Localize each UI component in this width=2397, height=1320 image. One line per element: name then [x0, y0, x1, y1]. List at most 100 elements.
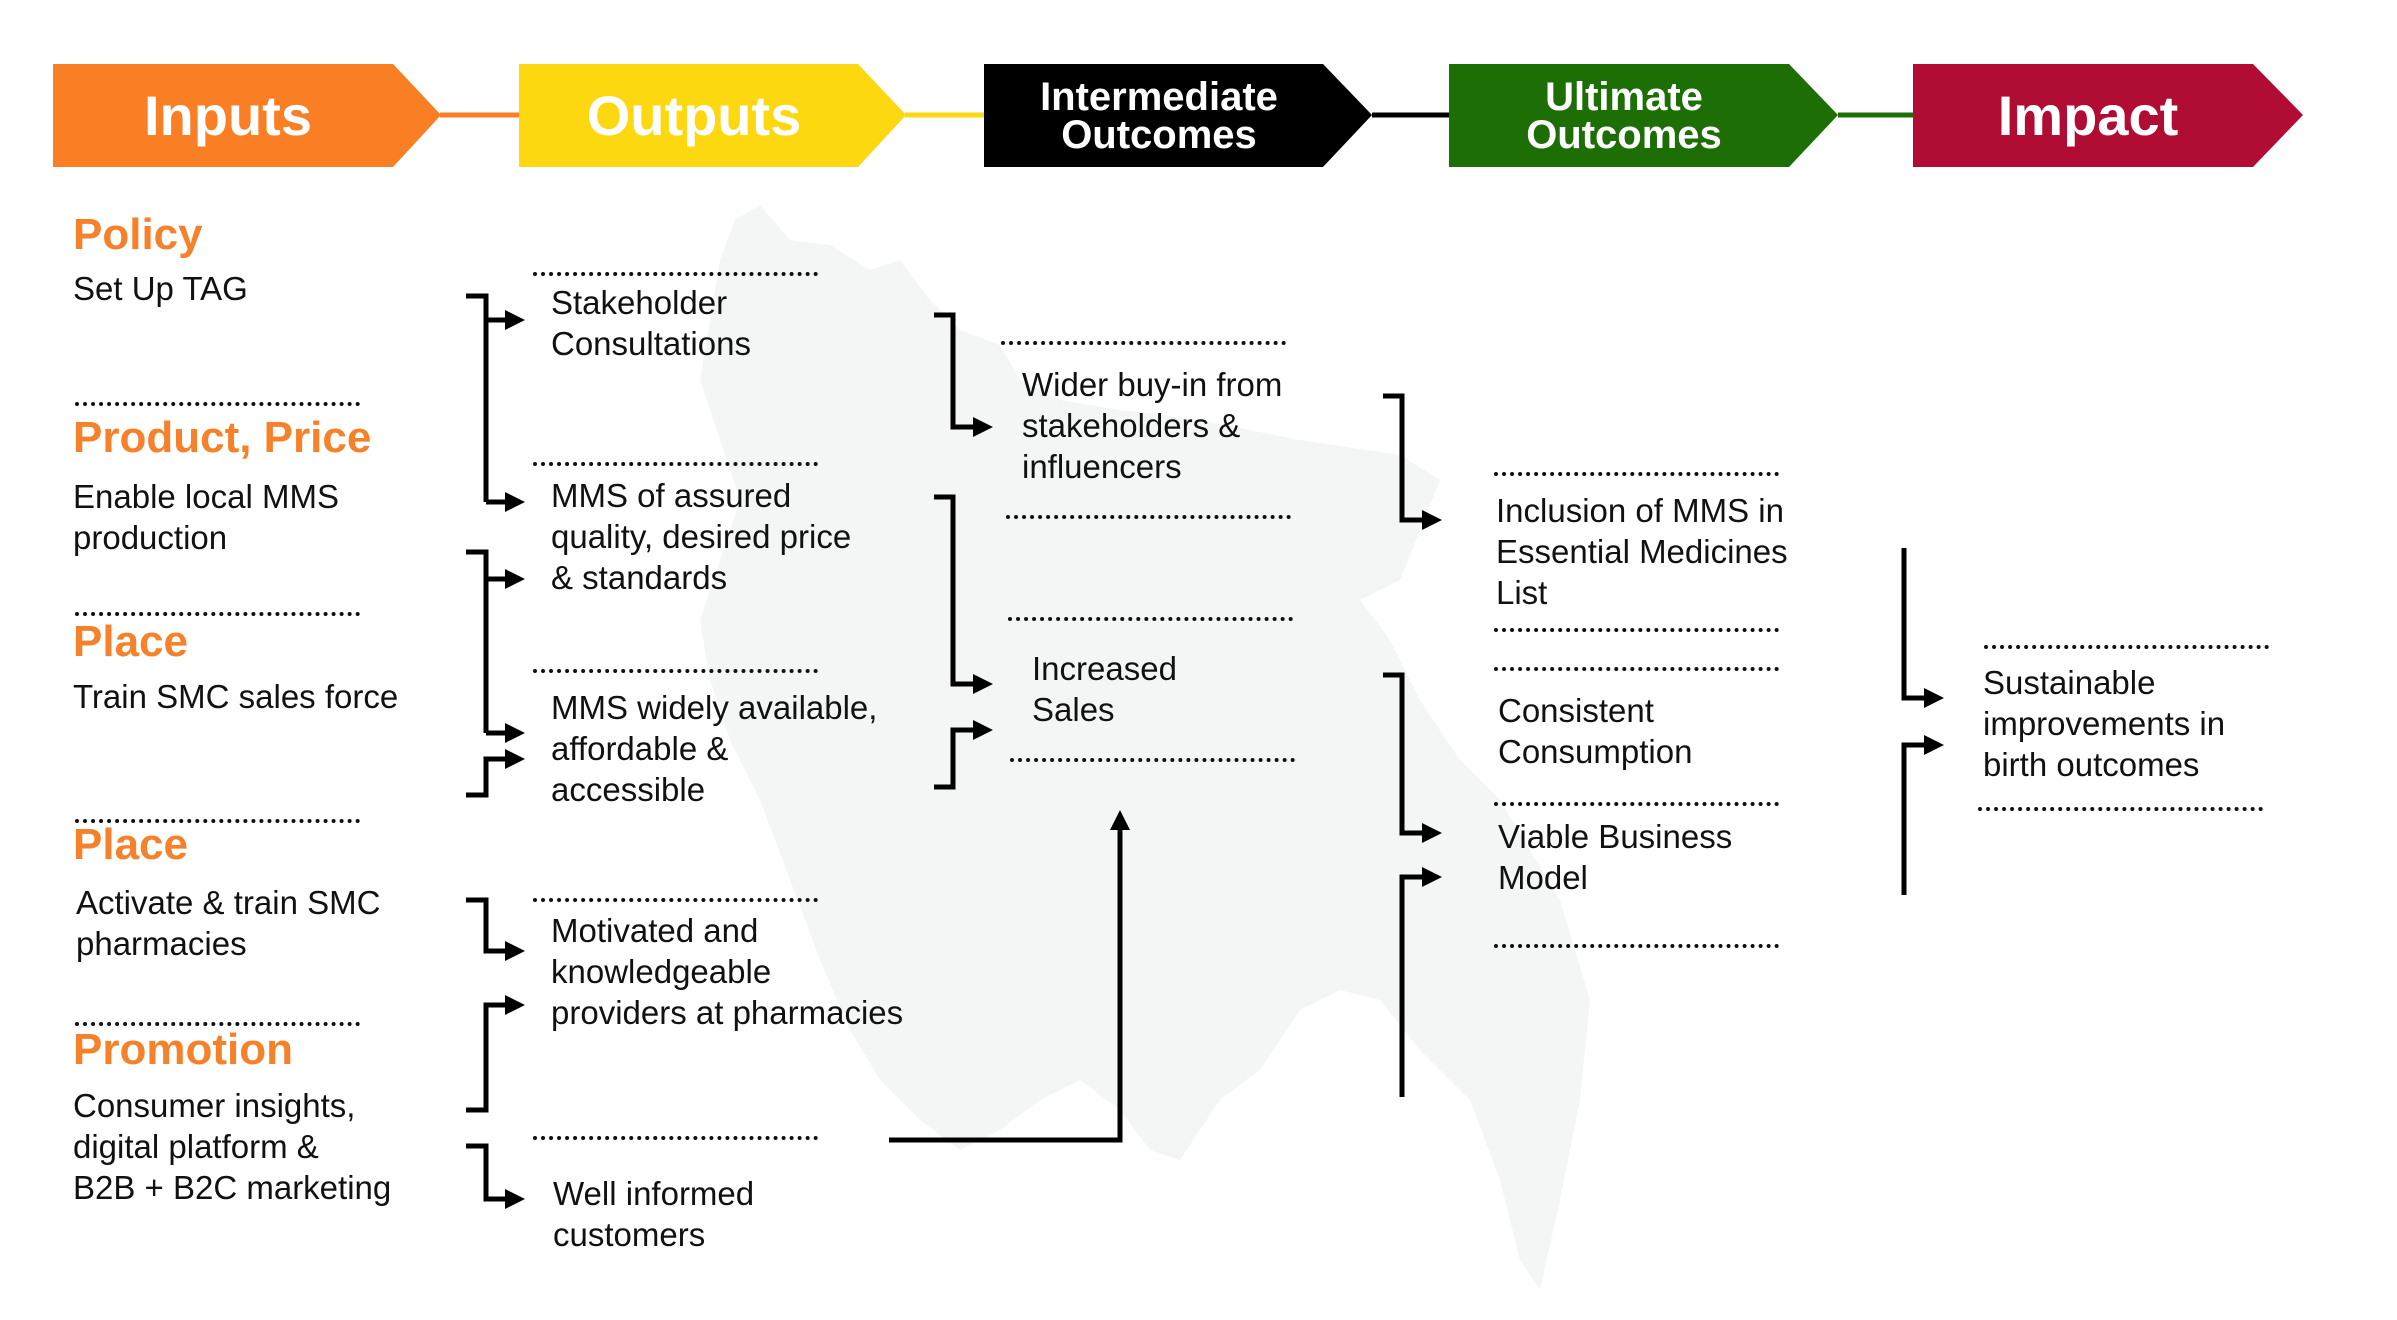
- input-description-line: production: [73, 519, 228, 556]
- input-category-product-price: Product, Price: [73, 413, 372, 462]
- intermediate-line: Sales: [1032, 691, 1115, 728]
- input-description-place-2: Activate & train SMC pharmacies: [76, 882, 380, 964]
- ultimate-line: Essential Medicines: [1496, 533, 1788, 570]
- divider: [533, 898, 818, 902]
- ultimate-inclusion-eml: Inclusion of MMS in Essential Medicines …: [1496, 490, 1788, 613]
- bracket-outputs-1: [934, 312, 993, 437]
- bracket-inputs-1: [466, 293, 489, 502]
- stage-label-intermediate-line2: Outcomes: [1061, 112, 1257, 157]
- input-category-place-1: Place: [73, 617, 188, 666]
- input-description-line: Consumer insights,: [73, 1087, 356, 1124]
- output-line: Stakeholder: [551, 284, 728, 321]
- intermediate-wider-buy-in: Wider buy-in from stakeholders & influen…: [1022, 364, 1282, 487]
- stage-label-outputs: Outputs: [586, 83, 802, 147]
- divider: [1008, 617, 1293, 621]
- input-description-product-price: Enable local MMS production: [73, 476, 339, 558]
- divider: [75, 1022, 360, 1026]
- bracket-outputs-2: [934, 494, 993, 694]
- divider: [1494, 628, 1779, 632]
- input-category-place-2: Place: [73, 820, 188, 869]
- stage-label-impact: Impact: [1997, 83, 2179, 147]
- divider: [1494, 802, 1779, 806]
- stage-label-inputs: Inputs: [144, 83, 312, 147]
- output-mms-assured-quality: MMS of assured quality, desired price & …: [551, 475, 851, 598]
- output-mms-widely-available: MMS widely available, affordable & acces…: [551, 687, 877, 810]
- impact-line: Sustainable: [1983, 664, 2156, 701]
- bracket-intermediate-1: [1383, 393, 1442, 530]
- intermediate-line: influencers: [1022, 448, 1182, 485]
- bracket-outputs-3: [934, 720, 993, 790]
- output-line: Well informed: [553, 1175, 755, 1212]
- bracket-inputs-4: [466, 897, 525, 961]
- ultimate-line: Consumption: [1498, 733, 1693, 770]
- input-description-place-1: Train SMC sales force: [73, 678, 399, 715]
- ultimate-line: Inclusion of MMS in: [1496, 492, 1784, 529]
- stage-label-intermediate-line1: Intermediate: [1040, 74, 1278, 119]
- bracket-ultimate-2: [1901, 735, 1944, 895]
- output-line: accessible: [551, 771, 706, 808]
- impact-line: birth outcomes: [1983, 746, 2200, 783]
- intermediate-line: Increased: [1032, 650, 1177, 687]
- bracket-inputs-5: [466, 995, 525, 1113]
- ultimate-viable-business-model: Viable Business Model: [1498, 816, 1732, 898]
- output-line: Motivated and: [551, 912, 759, 949]
- input-description-policy: Set Up TAG: [73, 270, 248, 307]
- ultimate-line: Consistent: [1498, 692, 1654, 729]
- divider: [75, 819, 360, 823]
- input-description-line: Activate & train SMC: [76, 884, 381, 921]
- bracket-inputs-2: [466, 549, 489, 733]
- divider: [533, 1136, 818, 1140]
- ultimate-line: Model: [1498, 859, 1588, 896]
- ultimate-line: Viable Business: [1498, 818, 1733, 855]
- output-well-informed-customers: Well informed customers: [553, 1173, 754, 1255]
- input-category-policy: Policy: [73, 210, 203, 259]
- intermediate-line: stakeholders &: [1022, 407, 1241, 444]
- output-line: affordable &: [551, 730, 729, 767]
- stage-label-ultimate-line2: Outcomes: [1526, 112, 1722, 157]
- output-line: MMS of assured: [551, 477, 792, 514]
- input-category-promotion: Promotion: [73, 1025, 293, 1074]
- divider: [1494, 667, 1779, 671]
- divider: [533, 272, 818, 276]
- stage-label-ultimate: Ultimate Outcomes: [1449, 64, 1799, 167]
- output-line: knowledgeable: [551, 953, 772, 990]
- chevron-intermediate: [984, 64, 1372, 167]
- intermediate-increased-sales: Increased Sales: [1032, 648, 1177, 730]
- map-silhouette: [700, 205, 1590, 1290]
- output-stakeholder-consultations: Stakeholder Consultations: [551, 282, 751, 364]
- input-description-line: Enable local MMS: [73, 478, 339, 515]
- ultimate-line: List: [1496, 574, 1548, 611]
- divider: [1494, 944, 1779, 948]
- arrow-customers-to-sales: [889, 810, 1130, 1143]
- bracket-ultimate-1: [1901, 548, 1944, 708]
- chevron-inputs: [53, 64, 441, 167]
- intermediate-line: Wider buy-in from: [1022, 366, 1283, 403]
- input-description-promotion: Consumer insights, digital platform & B2…: [73, 1085, 391, 1208]
- output-line: customers: [553, 1216, 706, 1253]
- stage-label-intermediate: Intermediate Outcomes: [984, 64, 1334, 167]
- divider: [533, 462, 818, 466]
- output-line: & standards: [551, 559, 728, 596]
- divider: [1006, 515, 1291, 519]
- divider: [1978, 807, 2263, 811]
- chevron-impact: [1913, 64, 2303, 167]
- divider: [1984, 645, 2269, 649]
- stage-label-ultimate-line1: Ultimate: [1545, 74, 1703, 119]
- divider: [1010, 758, 1295, 762]
- bracket-inputs-6: [466, 1143, 525, 1209]
- output-motivated-providers: Motivated and knowledgeable providers at…: [551, 910, 903, 1033]
- output-line: MMS widely available,: [551, 689, 878, 726]
- divider: [1494, 472, 1779, 476]
- bracket-inputs-3: [466, 749, 525, 798]
- impact-sustainable-improvements: Sustainable improvements in birth outcom…: [1983, 662, 2225, 785]
- output-line: quality, desired price: [551, 518, 852, 555]
- bracket-intermediate-3: [1399, 867, 1442, 1097]
- ultimate-consistent-consumption: Consistent Consumption: [1498, 690, 1692, 772]
- chevron-ultimate: [1449, 64, 1838, 167]
- divider: [75, 612, 360, 616]
- impact-line: improvements in: [1983, 705, 2226, 742]
- bracket-intermediate-2: [1383, 672, 1442, 843]
